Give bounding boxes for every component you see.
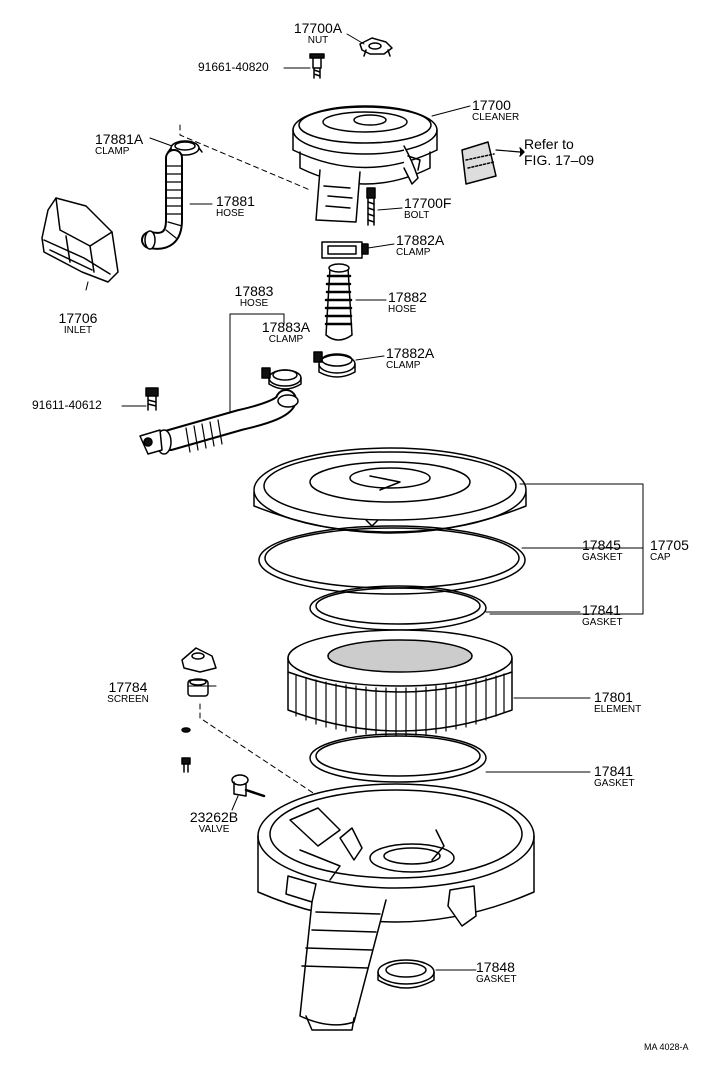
- bolt-91611-drawing: [145, 387, 159, 411]
- part-label-17700: 17700 CLEANER: [472, 97, 520, 123]
- case-housing-drawing: [257, 783, 535, 1031]
- clamp-17882a-upper-drawing: [321, 241, 369, 259]
- gasket-17841-upper-drawing: [309, 585, 487, 631]
- inlet-17706-drawing: [41, 197, 119, 283]
- hose-17883-bracket: [229, 313, 285, 415]
- valve-23262b-drawing: [231, 774, 266, 798]
- reference-band-drawing: [461, 141, 525, 185]
- part-label-91611-40612: 91611-40612: [32, 398, 102, 412]
- part-label-17700a: 17700A NUT: [293, 20, 343, 46]
- part-label-17801: 17801 ELEMENT: [594, 689, 642, 715]
- part-label-17845: 17845 GASKET: [582, 537, 623, 563]
- part-label-17841-upper: 17841 GASKET: [582, 602, 623, 628]
- assembly-dashed-line-1: [179, 124, 311, 191]
- air-cleaner-assembly-drawing: [292, 105, 438, 223]
- part-label-17881: 17881 HOSE: [216, 193, 255, 219]
- hose-17883-drawing: [139, 389, 299, 455]
- clamp-17883a-drawing: [261, 367, 302, 390]
- cap-17705-drawing: [253, 447, 527, 534]
- nut-17700a-drawing: [359, 37, 393, 57]
- screen-17784-drawing: [181, 647, 217, 773]
- part-label-17705: 17705 CAP: [650, 537, 689, 563]
- part-label-17882a-lower: 17882A CLAMP: [386, 345, 435, 371]
- part-label-23262b: 23262B VALVE: [189, 809, 239, 835]
- part-label-17848: 17848 GASKET: [476, 959, 517, 985]
- part-label-17882: 17882 HOSE: [388, 289, 427, 315]
- part-label-17881a: 17881A CLAMP: [95, 131, 144, 157]
- part-label-17841-lower: 17841 GASKET: [594, 763, 635, 789]
- part-label-17784: 17784 SCREEN: [107, 679, 149, 705]
- cap-assembly-bracket: [489, 483, 644, 615]
- gasket-17845-drawing: [258, 525, 526, 595]
- part-label-17883a: 17883A CLAMP: [261, 319, 311, 345]
- leader-lines: [85, 33, 591, 971]
- element-17801-drawing: [287, 629, 513, 737]
- hose-17882-drawing: [324, 263, 353, 341]
- hose-17881-drawing: [141, 149, 183, 250]
- part-label-17700f: 17700F BOLT: [404, 195, 452, 221]
- part-label-91661-40820: 91661-40820: [198, 60, 269, 74]
- reference-note: Refer to FIG. 17–09: [524, 136, 594, 168]
- drawing-code: MA 4028-A: [644, 1042, 689, 1052]
- part-label-17883: 17883 HOSE: [234, 283, 274, 309]
- reference-line-1: Refer to: [524, 136, 574, 152]
- gasket-17848-drawing: [377, 959, 435, 989]
- assembly-dashed-line-2: [199, 703, 361, 825]
- bolt-17700f-drawing: [366, 187, 376, 226]
- reference-line-2: FIG. 17–09: [524, 152, 595, 169]
- part-label-17706: 17706 INLET: [58, 310, 98, 336]
- clamp-17882a-lower-drawing: [313, 351, 356, 378]
- bolt-91661-drawing: [309, 53, 325, 79]
- part-label-17882a-upper: 17882A CLAMP: [396, 232, 445, 258]
- gasket-17841-lower-drawing: [309, 733, 487, 783]
